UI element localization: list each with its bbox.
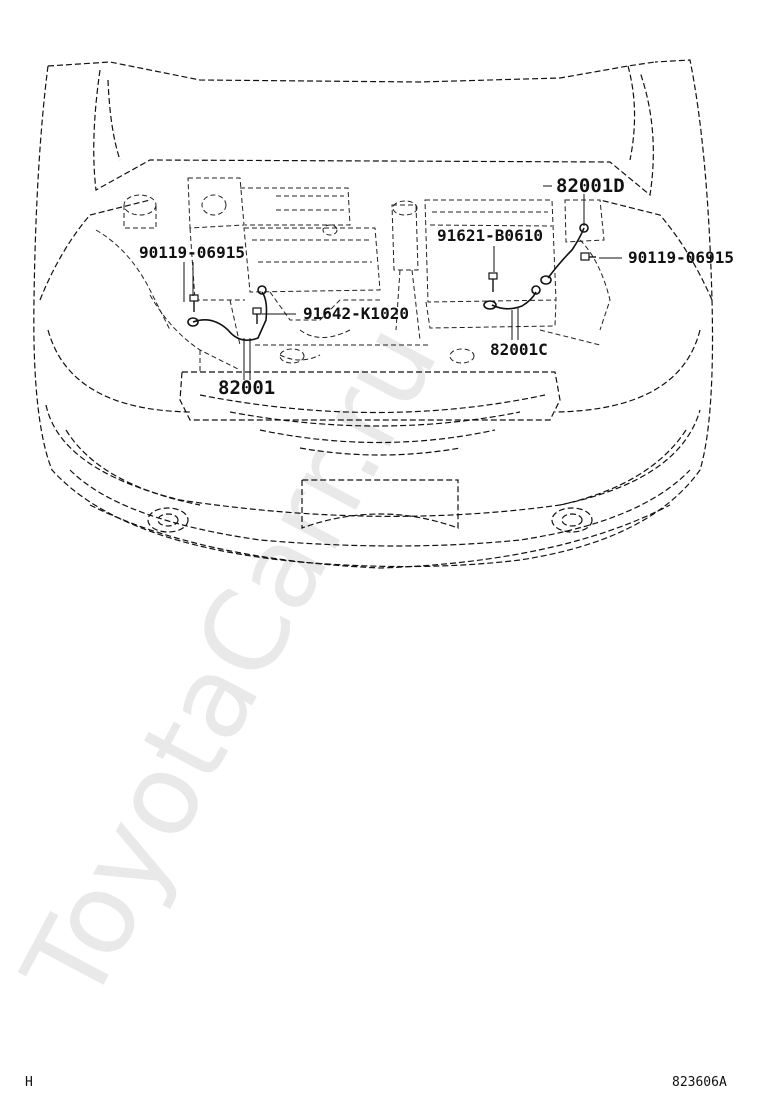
bolt-icon bbox=[189, 294, 199, 312]
bolt-icon bbox=[580, 252, 596, 261]
ground-wires bbox=[187, 223, 589, 341]
callout-82001: 82001 bbox=[218, 377, 275, 399]
bolt-icon bbox=[252, 307, 262, 324]
callout-91642-k1020: 91642-K1020 bbox=[303, 304, 409, 323]
callout-90119-06915-left: 90119-06915 bbox=[139, 243, 245, 262]
callout-82001d: 82001D bbox=[556, 175, 625, 197]
figure-id: 823606A bbox=[672, 1075, 727, 1090]
wire-82001d bbox=[547, 227, 585, 279]
engine-components bbox=[95, 177, 611, 372]
wire-82001 bbox=[192, 291, 268, 341]
bolt-icon bbox=[488, 272, 498, 292]
vehicle-body-outline bbox=[33, 59, 714, 569]
wire-82001c bbox=[491, 291, 537, 310]
callout-labels: 82001D 90119-06915 91621-B0610 90119-069… bbox=[139, 175, 734, 399]
leader-lines bbox=[183, 185, 622, 380]
callout-82001c: 82001C bbox=[490, 340, 548, 359]
callout-90119-06915-right: 90119-06915 bbox=[628, 248, 734, 267]
callout-91621-b0610: 91621-B0610 bbox=[437, 226, 543, 245]
bolts bbox=[189, 252, 596, 324]
footer-left-mark: H bbox=[25, 1075, 33, 1090]
